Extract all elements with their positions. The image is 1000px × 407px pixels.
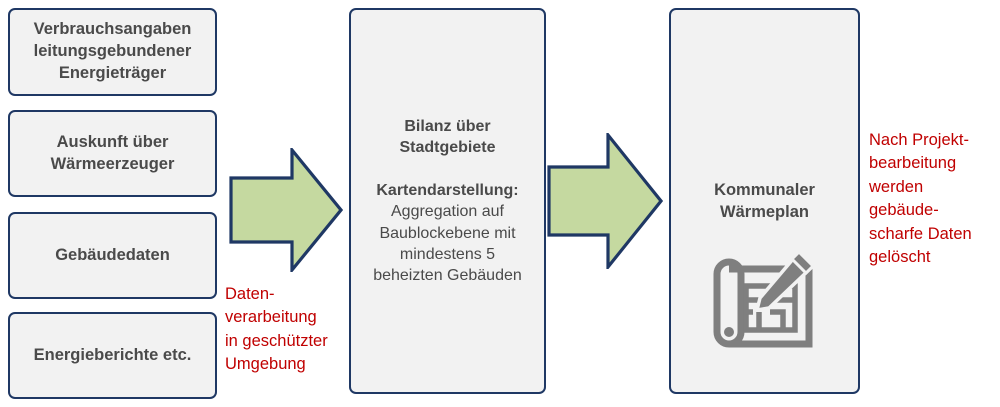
heat-plan-icon-wrap [671, 249, 858, 355]
blueprint-pencil-icon [713, 249, 817, 355]
balance-box-subheading: Kartendarstellung: [376, 182, 519, 200]
spacer [360, 158, 535, 180]
note-data-deletion: Nach Projekt- bearbeitung werden gebäude… [869, 131, 972, 267]
balance-box-content: Bilanz über Stadtgebiete Kartendarstellu… [351, 116, 544, 286]
source-box-label: Energieberichte etc. [33, 345, 192, 364]
arrow-sources-to-balance [229, 145, 344, 275]
source-box-energy-reports[interactable]: Energieberichte etc. [8, 312, 217, 399]
source-box-building-data[interactable]: Gebäudedaten [8, 212, 217, 299]
balance-box[interactable]: Bilanz über Stadtgebiete Kartendarstellu… [349, 8, 546, 394]
heat-plan-title: Kommunaler Wärmeplan [714, 181, 815, 221]
balance-box-subbody: Aggregation auf Baublockebene mit mindes… [373, 203, 522, 284]
note-data-processing: Daten- verarbeitung in geschützter Umgeb… [225, 285, 328, 374]
arrow-balance-to-plan [547, 130, 664, 272]
balance-box-heading: Bilanz über Stadtgebiete [399, 118, 496, 157]
source-box-label: Auskunft über Wärmeerzeuger [50, 132, 175, 173]
source-box-heat-generator[interactable]: Auskunft über Wärmeerzeuger [8, 110, 217, 197]
source-box-label: Gebäudedaten [55, 245, 170, 264]
heat-plan-box[interactable]: Kommunaler Wärmeplan [669, 8, 860, 394]
source-box-consumption[interactable]: Verbrauchsangaben leitungsgebundener Ene… [8, 8, 217, 96]
source-box-label: Verbrauchsangaben leitungsgebundener Ene… [33, 20, 192, 82]
